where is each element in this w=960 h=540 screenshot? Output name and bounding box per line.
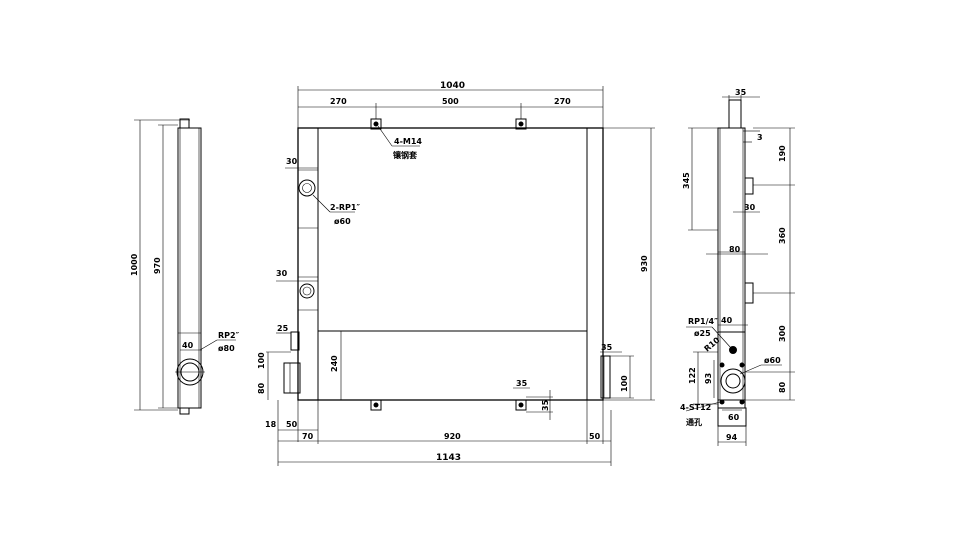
left-side-view: 1000 970 40 RP2″ ø80 <box>130 118 240 415</box>
front-note-m14-sub: 镶钢套 <box>393 150 418 160</box>
front-dim-500: 500 <box>442 97 459 106</box>
front-dim-1040: 1040 <box>440 81 465 91</box>
right-dim-60: 60 <box>728 413 740 422</box>
front-dim-70: 70 <box>302 432 314 441</box>
left-note-rp2-dia: ø80 <box>218 344 235 353</box>
front-dim-25: 25 <box>277 324 289 333</box>
front-left-bracket-lower <box>283 362 301 394</box>
right-dim-35-top: 35 <box>735 88 747 97</box>
right-dim-80-height: 80 <box>778 381 787 393</box>
right-dim-345: 345 <box>682 172 691 189</box>
right-view-flange <box>717 331 746 409</box>
left-dim-1000: 1000 <box>130 253 139 276</box>
front-dim-80-left: 80 <box>257 382 266 394</box>
right-view-rp14-port <box>729 346 737 354</box>
right-view-top-stub <box>728 99 742 129</box>
right-dim-122: 122 <box>688 367 697 384</box>
right-dim-40: 40 <box>721 316 733 325</box>
right-note-st12-sub: 通孔 <box>686 417 702 427</box>
left-dim-970: 970 <box>153 257 162 274</box>
front-dim-270-left: 270 <box>330 97 347 106</box>
right-side-view: 35 3 345 190 30 80 360 300 80 40 <box>680 88 795 446</box>
front-dim-50-left: 50 <box>286 420 298 429</box>
front-dim-100-right: 100 <box>620 375 629 392</box>
front-outer-frame <box>297 127 604 401</box>
right-dim-80-width: 80 <box>729 245 741 254</box>
right-dim-30: 30 <box>744 203 756 212</box>
front-dim-1143: 1143 <box>436 453 461 463</box>
right-note-dia60: ø60 <box>764 356 781 365</box>
front-dim-100-left: 100 <box>257 352 266 369</box>
left-view-bottom-cap <box>179 407 190 415</box>
front-m14-bolt-3 <box>370 399 382 411</box>
front-view: 1040 270 500 270 4-M14 镶钢套 2-RP1″ ø60 30… <box>257 81 655 466</box>
right-view-nozzle-lower <box>744 282 754 304</box>
front-dim-930: 930 <box>640 255 649 272</box>
front-note-rp1: 2-RP1″ <box>330 203 360 212</box>
right-dim-94: 94 <box>726 433 738 442</box>
right-dim-190: 190 <box>778 145 787 162</box>
front-dim-30-mid: 30 <box>276 269 288 278</box>
front-note-m14: 4-M14 <box>394 137 422 146</box>
left-view-body <box>177 127 202 409</box>
right-view-body <box>717 127 746 401</box>
front-dim-18: 18 <box>265 420 277 429</box>
front-left-bracket-upper <box>290 331 300 351</box>
left-view-top-cap <box>179 118 190 129</box>
front-dim-35-vertical: 35 <box>541 399 550 411</box>
left-note-rp2: RP2″ <box>218 331 240 340</box>
front-dim-30-top: 30 <box>286 157 298 166</box>
right-dim-93: 93 <box>704 373 713 384</box>
right-view-bottom-plate <box>717 407 747 427</box>
right-note-rp14-dia: ø25 <box>694 329 711 338</box>
front-dim-920: 920 <box>444 432 461 441</box>
right-view-nozzle-upper <box>744 177 754 195</box>
front-dim-35-right: 35 <box>601 343 613 352</box>
right-dim-3: 3 <box>757 133 763 142</box>
front-rp1-port-upper <box>298 179 316 197</box>
right-note-rp14: RP1/4″ <box>688 317 718 326</box>
front-note-rp1-dia: ø60 <box>334 217 351 226</box>
front-dim-35-slot: 35 <box>516 379 528 388</box>
front-dim-270-right: 270 <box>554 97 571 106</box>
right-view-dia60-outer <box>720 368 746 394</box>
front-dim-240: 240 <box>330 355 339 372</box>
left-dim-40: 40 <box>182 341 194 350</box>
front-m14-bolt-4 <box>515 399 527 411</box>
front-rp1-port-lower <box>299 283 315 299</box>
front-dim-50-right: 50 <box>589 432 601 441</box>
right-note-st12: 4-ST12 <box>680 403 711 412</box>
front-right-bracket <box>600 355 611 399</box>
right-view-dia60-inner <box>725 373 741 389</box>
right-dim-360: 360 <box>778 227 787 244</box>
right-dim-300: 300 <box>778 325 787 342</box>
